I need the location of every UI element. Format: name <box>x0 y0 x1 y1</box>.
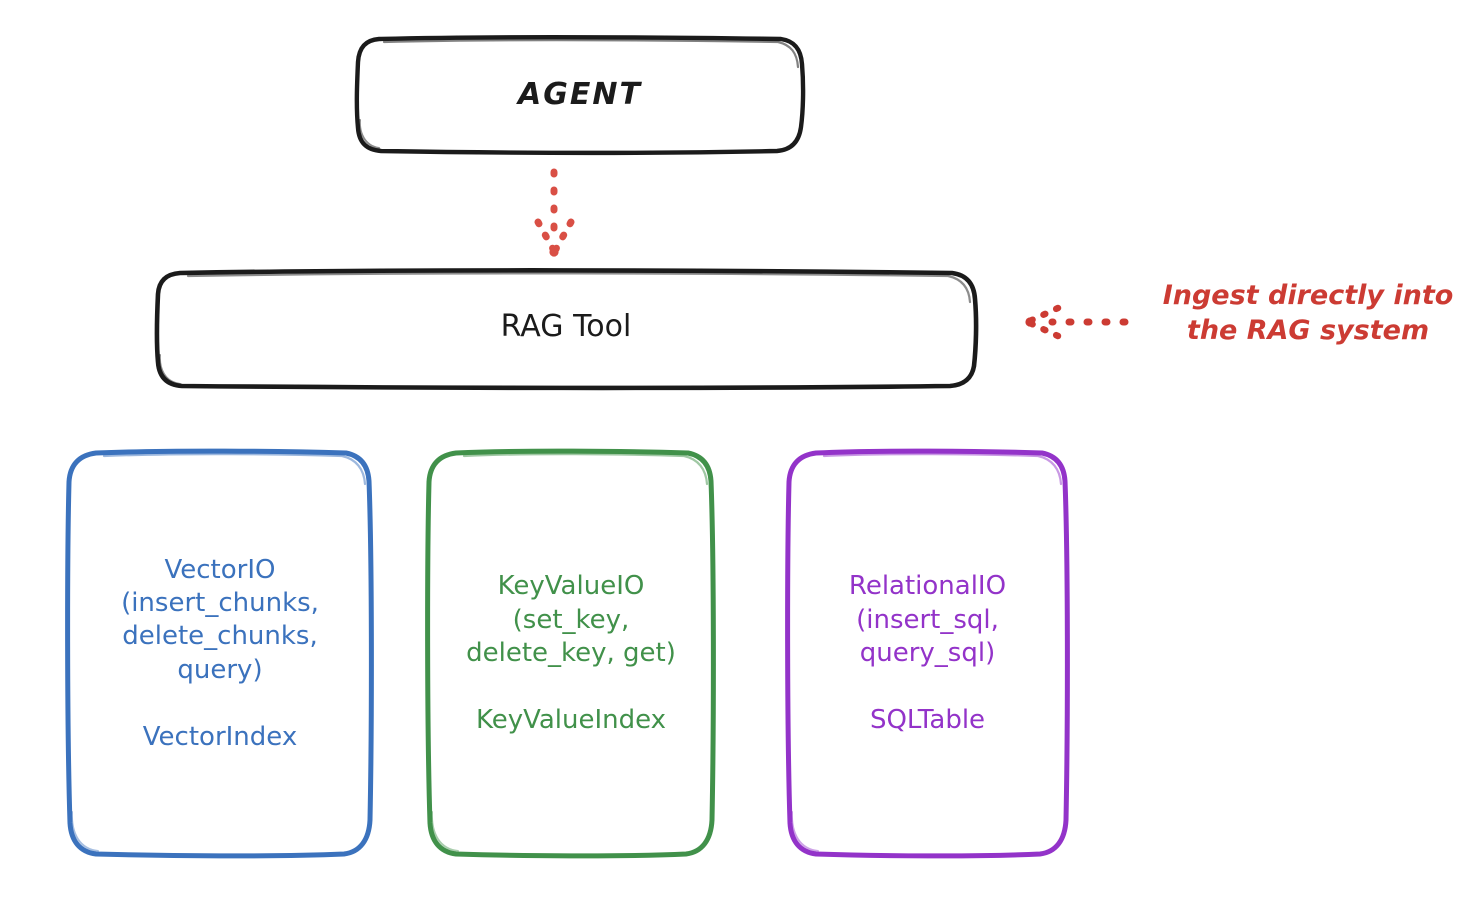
relationalio-api-label: RelationalIO (insert_sql, query_sql) <box>848 571 1007 668</box>
keyvalueio-node[interactable]: KeyValueIO (set_key, delete_key, get) Ke… <box>430 452 712 856</box>
relationalio-table-label: SQLTable <box>869 705 986 736</box>
relationalio-node[interactable]: RelationalIO (insert_sql, query_sql) SQL… <box>790 452 1065 856</box>
rag-tool-node[interactable]: RAG Tool <box>157 272 975 382</box>
vectorio-node[interactable]: VectorIO (insert_chunks, delete_chunks, … <box>70 452 370 856</box>
ingest-pointer-connector <box>1025 304 1129 340</box>
rag-tool-label: RAG Tool <box>500 308 632 344</box>
vectorio-api-label: VectorIO (insert_chunks, delete_chunks, … <box>121 554 319 685</box>
keyvalueio-api-label: KeyValueIO (set_key, delete_key, get) <box>466 571 676 668</box>
agent-node[interactable]: AGENT <box>358 38 802 152</box>
keyvalueio-index-label: KeyValueIndex <box>475 705 667 736</box>
vectorio-index-label: VectorIndex <box>142 721 298 752</box>
agent-to-rag-connector <box>534 168 575 257</box>
ingest-annotation-text: Ingest directly into the RAG system <box>1162 280 1454 347</box>
agent-label: AGENT <box>518 76 642 112</box>
